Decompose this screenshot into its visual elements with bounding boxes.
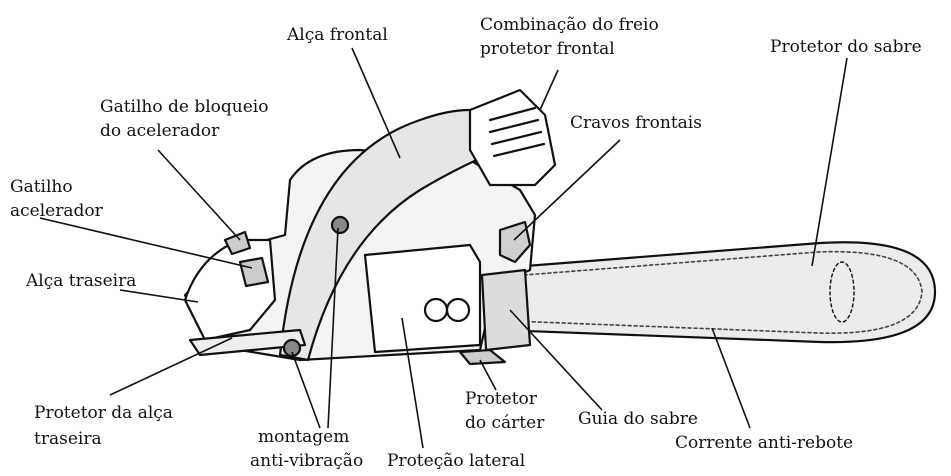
guide-bar bbox=[500, 242, 935, 342]
label-crankcase-guard-line1: Protetor bbox=[465, 388, 537, 411]
label-front-spikes: Cravos frontais bbox=[570, 112, 702, 135]
sprocket-cover bbox=[482, 270, 530, 350]
label-front-handle: Alça frontal bbox=[287, 24, 388, 47]
label-anti-kickback-chain: Corrente anti-rebote bbox=[675, 432, 853, 455]
label-rear-handle-guard-line2: traseira bbox=[34, 428, 102, 451]
label-av-mount-line1: montagem bbox=[258, 426, 349, 449]
label-guide-bar: Guia do sabre bbox=[578, 408, 698, 431]
label-side-cover: Proteção lateral bbox=[387, 450, 525, 473]
label-throttle-trigger-line1: Gatilho bbox=[10, 176, 73, 199]
av-mount-upper bbox=[332, 217, 348, 233]
cover-bolt-2 bbox=[447, 299, 469, 321]
label-chain-brake-line2: protetor frontal bbox=[480, 38, 615, 61]
label-crankcase-guard-line2: do cárter bbox=[465, 412, 544, 435]
throttle-trigger-shape bbox=[240, 258, 268, 286]
label-av-mount-line2: anti-vibração bbox=[250, 450, 363, 473]
label-bar-guard: Protetor do sabre bbox=[770, 36, 922, 59]
label-throttle-lock-line2: do acelerador bbox=[100, 120, 219, 143]
crankcase-guard bbox=[460, 350, 505, 364]
label-rear-handle-guard-line1: Protetor da alça bbox=[34, 402, 173, 425]
side-cover bbox=[365, 245, 480, 352]
label-throttle-trigger-line2: acelerador bbox=[10, 200, 103, 223]
label-throttle-lock-line1: Gatilho de bloqueio bbox=[100, 96, 268, 119]
label-chain-brake-line1: Combinação do freio bbox=[480, 14, 659, 37]
cover-bolt-1 bbox=[425, 299, 447, 321]
label-rear-handle: Alça traseira bbox=[26, 270, 136, 293]
